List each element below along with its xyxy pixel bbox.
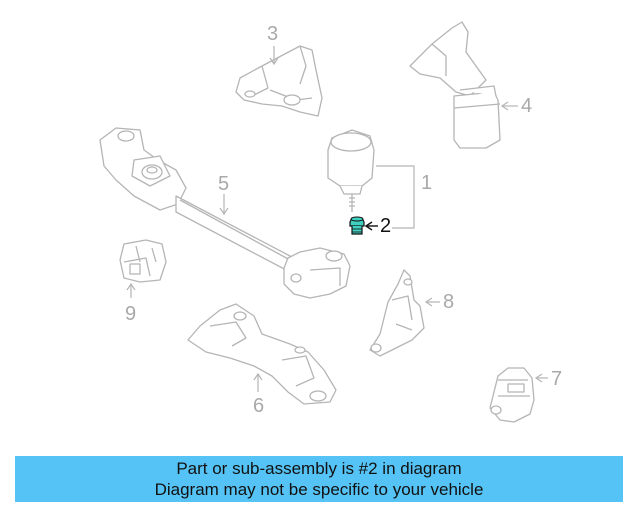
part-6-bracket: [187, 303, 337, 405]
banner-line-2: Diagram may not be specific to your vehi…: [154, 480, 484, 499]
callout-1: 1: [421, 172, 433, 194]
part-9-bracket: [119, 239, 167, 283]
part-7-mount: [489, 367, 535, 423]
part-2-nut: [349, 216, 365, 235]
part-1-insulator: [327, 129, 375, 212]
callout-5: 5: [218, 173, 230, 195]
callout-4: 4: [521, 95, 533, 117]
callout-8: 8: [443, 291, 455, 313]
part-8-bracket: [369, 269, 425, 357]
part-4-mount: [409, 21, 501, 149]
info-banner: Part or sub-assembly is #2 in diagram Di…: [15, 456, 623, 502]
part-5-crossmember: [99, 127, 351, 299]
part-3-bracket: [235, 45, 323, 117]
banner-line-1: Part or sub-assembly is #2 in diagram: [176, 459, 462, 478]
parts-diagram: [99, 21, 548, 423]
callout-3: 3: [267, 23, 279, 45]
callout-7: 7: [551, 368, 563, 390]
callout-6: 6: [253, 395, 265, 417]
callout-2: 2: [380, 215, 392, 237]
callout-9: 9: [125, 303, 137, 325]
